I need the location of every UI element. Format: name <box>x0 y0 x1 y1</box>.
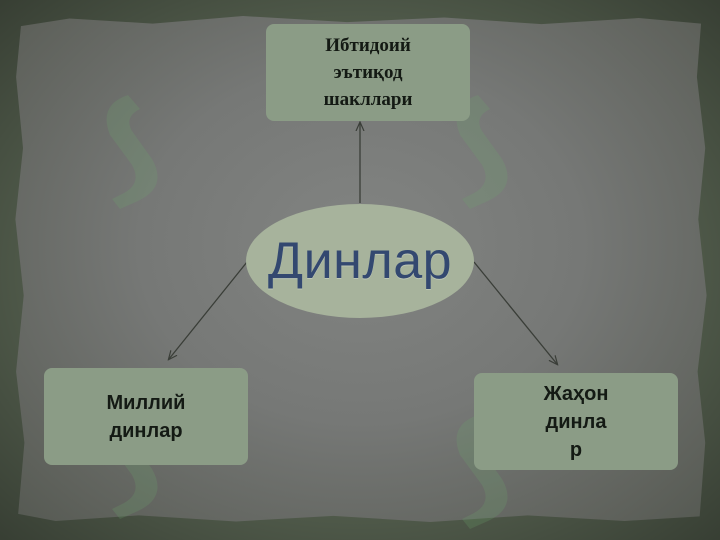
box-national-religions: Миллий динлар <box>44 368 248 465</box>
box-primitive-beliefs: Ибтидоий эътиқод шакллари <box>266 24 470 121</box>
center-label: Динлар <box>267 232 453 290</box>
right-box-line-2: динла <box>545 410 607 433</box>
box-world-religions: Жаҳон динла р <box>474 373 678 470</box>
right-box-line-1: Жаҳон <box>543 382 609 405</box>
top-box-line-3: шакллари <box>323 89 413 110</box>
top-box-line-2: эътиқод <box>333 62 403 83</box>
center-ellipse: Динлар <box>246 204 474 318</box>
left-box-line-1: Миллий <box>106 391 186 414</box>
left-box-line-2: динлар <box>109 419 183 442</box>
right-box-line-3: р <box>569 438 583 461</box>
top-box-line-1: Ибтидоий <box>325 35 411 56</box>
